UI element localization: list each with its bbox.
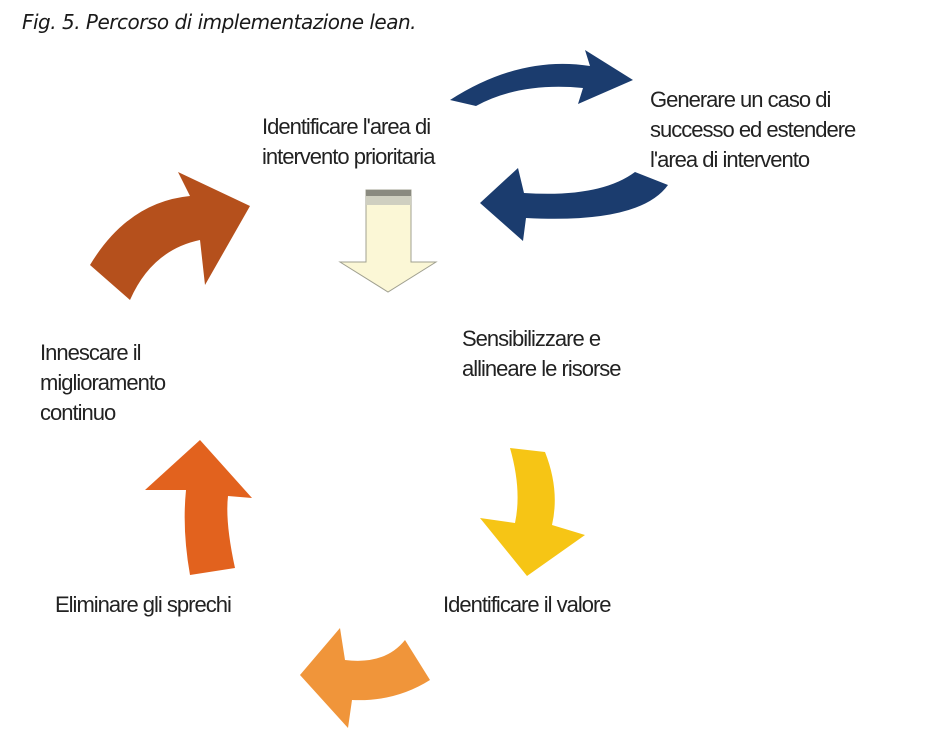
step-line: miglioramento [40,370,166,395]
step-eliminate-waste: Eliminare gli sprechi [55,592,232,617]
step-line: continuo [40,400,116,425]
step-identify-value: Identificare il valore [443,592,612,617]
step-continuous-improvement: Innescare il miglioramento continuo [40,338,166,428]
orange-red-arrow-up-icon [145,440,252,575]
step-align-resources: Sensibilizzare e allineare le risorse [462,324,622,384]
cream-arrow-down-icon [338,189,438,293]
step-line: Sensibilizzare e [462,326,601,351]
step-identify-area: Identificare l'area di intervento priori… [262,112,435,172]
yellow-arrow-down-icon [480,448,585,576]
step-line: intervento prioritaria [262,144,435,169]
step-line: allineare le risorse [462,356,622,381]
step-line: successo ed estendere [650,117,856,142]
step-line: Innescare il [40,340,142,365]
step-line: l'area di intervento [650,147,810,172]
figure-caption: Fig. 5. Percorso di implementazione lean… [22,10,417,34]
brown-arrow-icon [90,172,250,300]
step-success-case: Generare un caso di successo ed estender… [650,85,856,175]
navy-arrow-right-icon [450,50,633,106]
navy-arrow-left-icon [480,168,668,241]
step-line: Identificare l'area di [262,114,431,139]
step-line: Generare un caso di [650,87,831,112]
orange-arrow-left-icon [300,628,430,728]
